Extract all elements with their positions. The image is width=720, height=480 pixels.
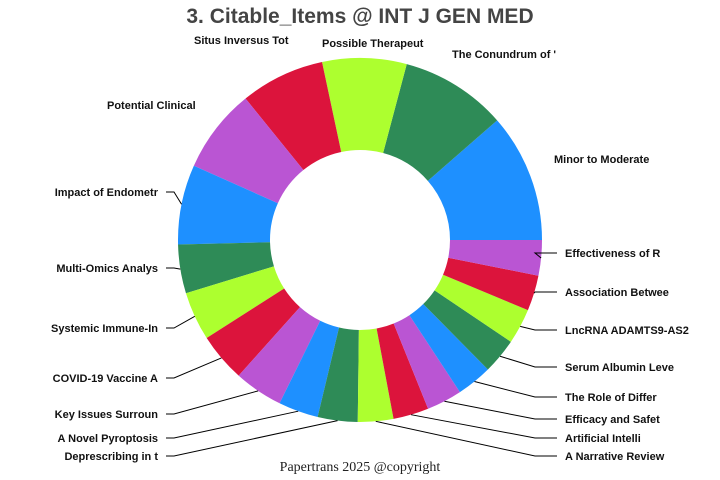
slice-label: Minor to Moderate <box>554 154 649 166</box>
leader-line <box>375 420 557 457</box>
slice-label: Systemic Immune-In <box>51 323 158 335</box>
slice-label: Artificial Intelli <box>565 433 641 445</box>
donut-slice[interactable] <box>178 165 278 245</box>
slice-label: The Role of Differ <box>565 392 657 404</box>
donut-slice[interactable] <box>443 257 539 311</box>
leader-line <box>166 357 222 379</box>
slice-label: Key Issues Surroun <box>55 409 159 421</box>
donut-slice[interactable] <box>185 266 285 339</box>
leader-line <box>533 252 557 259</box>
leader-line <box>410 414 557 439</box>
leader-line <box>166 267 181 270</box>
slice-label: Possible Therapeut <box>322 38 424 50</box>
leader-line <box>166 410 299 439</box>
slice-label: A Narrative Review <box>565 451 665 463</box>
slice-label: Multi-Omics Analys <box>56 263 158 275</box>
chart-title: 3. Citable_Items @ INT J GEN MED <box>186 5 534 28</box>
slice-label: Effectiveness of R <box>565 248 660 260</box>
slice-label: Efficacy and Safet <box>565 414 660 426</box>
donut-slice[interactable] <box>206 288 300 376</box>
leader-line <box>474 381 557 398</box>
donut-slice[interactable] <box>434 274 528 342</box>
donut-slice[interactable] <box>238 307 321 404</box>
donut-slice[interactable] <box>393 315 460 409</box>
copyright-footer: Papertrans 2025 @copyright <box>279 460 441 475</box>
slice-label: A Novel Pyroptosis <box>58 433 158 445</box>
donut-slice[interactable] <box>423 290 511 370</box>
slice-label: Association Betwee <box>565 287 669 299</box>
slice-label: Serum Albumin Leve <box>565 362 674 374</box>
donut-slice[interactable] <box>357 328 394 423</box>
leader-line <box>166 390 259 415</box>
donut-slice[interactable] <box>448 240 542 276</box>
slice-label: Potential Clinical <box>107 100 196 112</box>
donut-slice[interactable] <box>279 320 340 417</box>
leader-line <box>499 355 557 368</box>
donut-slice[interactable] <box>376 323 429 419</box>
donut-slice[interactable] <box>245 62 342 171</box>
slice-label: The Conundrum of ' <box>452 49 556 61</box>
slice-label: LncRNA ADAMTS9-AS2 <box>565 325 689 337</box>
donut-slice[interactable] <box>383 64 498 181</box>
donut-slice[interactable] <box>178 242 274 294</box>
donut-slice[interactable] <box>409 304 488 393</box>
slice-label: Situs Inversus Tot <box>194 35 289 47</box>
donut-slice[interactable] <box>193 98 304 204</box>
leader-line <box>166 191 182 205</box>
donut-slice[interactable] <box>427 120 542 240</box>
donut-slice[interactable] <box>317 327 359 422</box>
donut-slice[interactable] <box>322 57 407 154</box>
slice-label: COVID-19 Vaccine A <box>53 373 158 385</box>
leader-line <box>444 400 557 420</box>
leader-line <box>533 291 557 294</box>
slice-label: Deprescribing in t <box>64 451 158 463</box>
leader-line <box>520 325 557 331</box>
slice-label: Impact of Endometr <box>55 187 159 199</box>
leader-line <box>166 420 338 457</box>
leader-line <box>166 315 196 329</box>
